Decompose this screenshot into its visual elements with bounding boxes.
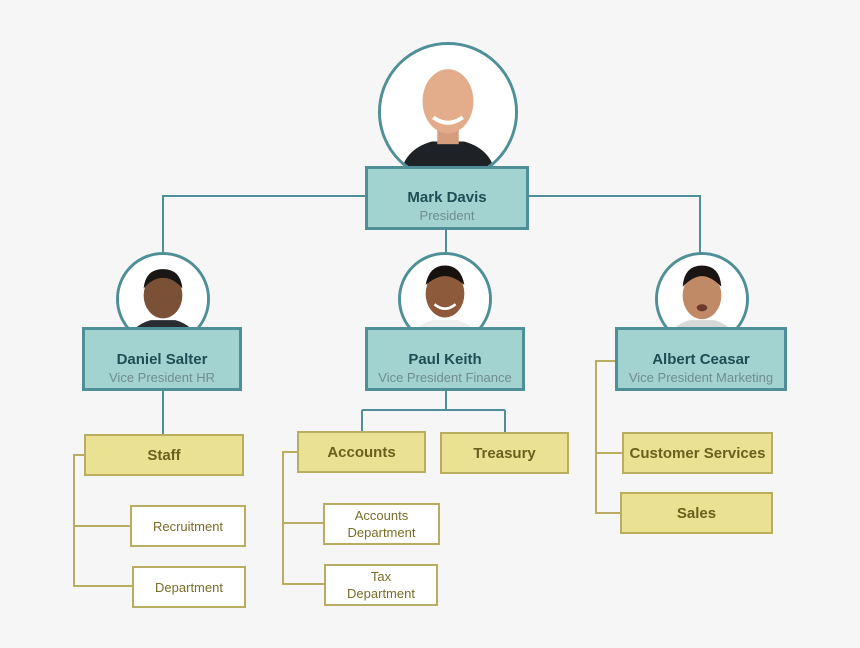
president-box[interactable]: Mark Davis President [365,166,529,230]
vp-name: Albert Ceasar [652,351,750,368]
vp-title: Vice President Marketing [628,370,774,385]
president-name: Mark Davis [407,189,487,206]
dept-customer-services[interactable]: Customer Services [622,432,773,474]
vp-title: Vice President Finance [378,370,512,385]
vp-hr-box[interactable]: Daniel Salter Vice President HR [82,327,242,391]
vp-marketing-box[interactable]: Albert Ceasar Vice President Marketing [615,327,787,391]
dept-accounts[interactable]: Accounts [297,431,426,473]
unit-department[interactable]: Department [132,566,246,608]
unit-recruitment[interactable]: Recruitment [130,505,246,547]
president-photo [378,42,518,182]
vp-title: Vice President HR [109,370,215,385]
dept-treasury[interactable]: Treasury [440,432,569,474]
unit-tax-department[interactable]: Tax Department [324,564,438,606]
dept-staff[interactable]: Staff [84,434,244,476]
dept-sales[interactable]: Sales [620,492,773,534]
person-photo-icon [381,45,515,179]
vp-name: Daniel Salter [116,351,208,368]
vp-finance-box[interactable]: Paul Keith Vice President Finance [365,327,525,391]
vp-name: Paul Keith [408,351,482,368]
unit-accounts-department[interactable]: Accounts Department [323,503,440,545]
president-title: President [419,208,475,223]
